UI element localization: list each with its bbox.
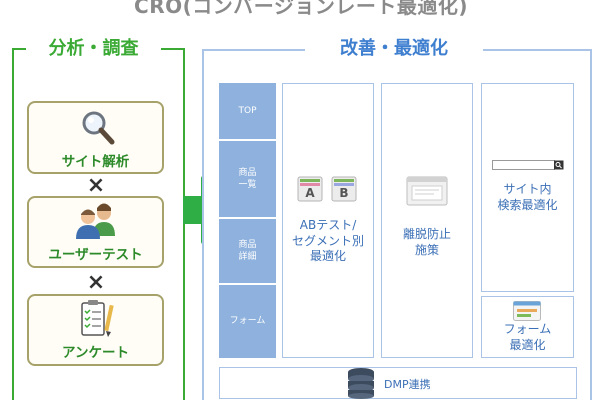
survey-label: アンケート [62, 345, 129, 361]
page-form: フォーム [219, 285, 276, 358]
site-analysis-label: サイト解析 [61, 154, 130, 170]
users-icon [76, 203, 115, 239]
svg-text:B: B [339, 186, 348, 200]
ab-test-column: A B ABテスト/ セグメント別 最適化 [282, 83, 374, 358]
search-box-icon [492, 160, 564, 170]
browser-window-icon [406, 176, 448, 206]
page-product-list: 商品 一覧 [219, 141, 276, 217]
analysis-title: 分析・調査 [26, 36, 161, 62]
site-search-column: サイト内 検索最適化 [481, 83, 574, 292]
dmp-bar: DMP連携 [219, 367, 577, 399]
page-top: TOP [219, 83, 276, 139]
exit-prevention-label: 離脱防止 施策 [402, 227, 451, 257]
times-sign-1: × [86, 173, 106, 198]
ab-test-label: ABテスト/ セグメント別 最適化 [291, 218, 364, 264]
site-analysis-box: サイト解析 [27, 101, 164, 174]
site-search-label: サイト内 検索最適化 [497, 182, 558, 212]
times-sign-2: × [86, 270, 106, 295]
svg-text:A: A [305, 186, 315, 200]
ab-test-icon: A B [297, 176, 357, 202]
magnifier-icon [82, 111, 115, 145]
form-icon [513, 301, 541, 321]
page-product-detail: 商品 詳細 [219, 219, 276, 283]
user-test-box: ユーザーテスト [27, 196, 164, 268]
form-optimization-label: フォーム 最適化 [503, 322, 552, 352]
user-test-label: ユーザーテスト [48, 247, 143, 263]
form-optimization-box: フォーム 最適化 [481, 296, 574, 358]
survey-clipboard-icon [81, 300, 114, 337]
exit-prevention-column: 離脱防止 施策 [381, 83, 473, 358]
survey-box: アンケート [27, 294, 164, 366]
optimization-title: 改善・最適化 [305, 36, 483, 62]
dmp-label: DMP連携 [384, 378, 431, 391]
database-icon [348, 368, 374, 399]
cro-title: CRO(コンバージョンレート最適化) [134, 0, 468, 18]
